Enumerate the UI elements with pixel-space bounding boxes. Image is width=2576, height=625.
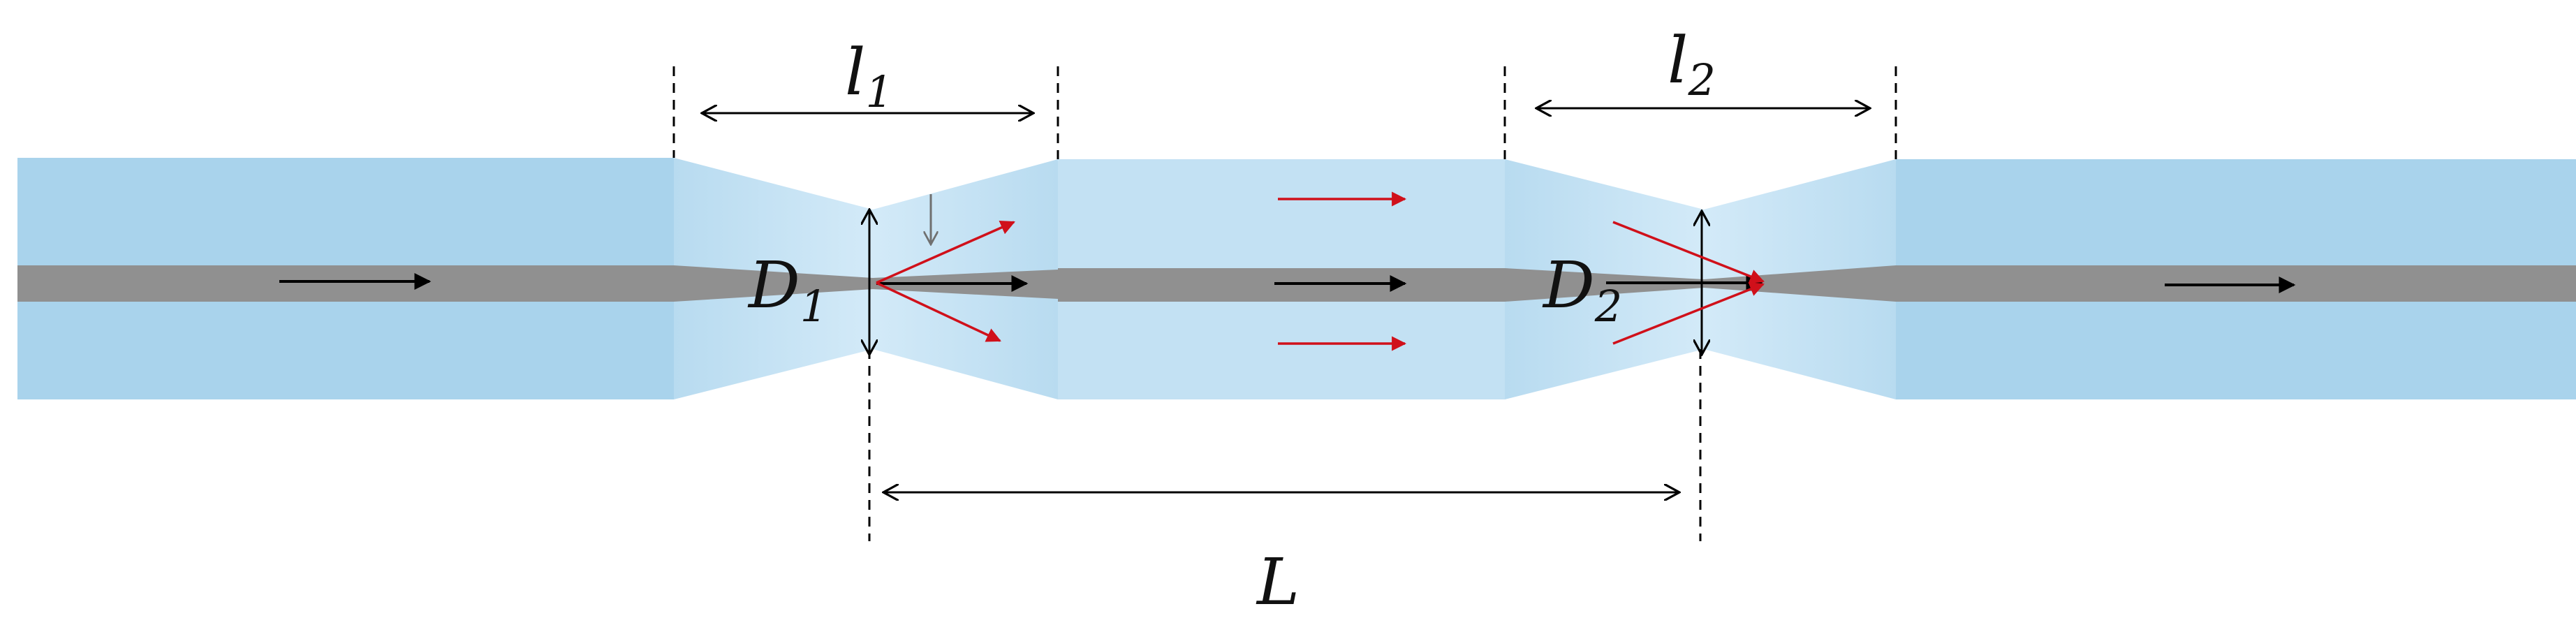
red-arrow-in-bottom — [1612, 282, 1765, 345]
label-d2: D2 — [1542, 248, 1622, 332]
dashed-guides — [672, 66, 1897, 541]
core-left — [17, 265, 674, 302]
red-arrow-down-out — [876, 281, 1001, 342]
propagation-arrows — [279, 273, 2296, 293]
red-arrow-in-top — [1612, 221, 1765, 284]
red-arrow-up-out — [876, 221, 1015, 284]
label-l1: l1 — [845, 35, 893, 117]
label-l2: l2 — [1668, 23, 1716, 105]
label-big-l: L — [1256, 545, 1300, 619]
label-d1: D1 — [747, 248, 827, 332]
scattered-light-arrows — [876, 191, 1765, 351]
